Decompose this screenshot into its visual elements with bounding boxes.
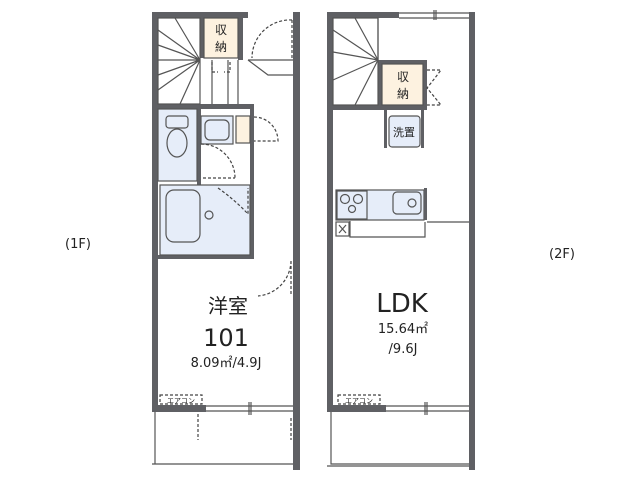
storage-closet <box>381 63 424 106</box>
window <box>386 402 469 415</box>
door <box>253 116 279 142</box>
wall <box>327 105 427 110</box>
first-floor-label: (1F) <box>65 237 91 252</box>
washer-label: 洗置 <box>393 126 415 139</box>
ventilation-cross <box>338 224 347 234</box>
wall <box>327 405 386 412</box>
storage-closet <box>203 17 239 59</box>
second-floor-plan: 収納 洗置 LDK 15.64㎡ /9.6J エアコン <box>327 10 475 470</box>
wall <box>152 104 254 109</box>
wall <box>152 405 206 412</box>
wall <box>327 12 399 18</box>
closet-door <box>426 69 443 106</box>
aircon-label: エアコン <box>167 397 195 405</box>
wall <box>250 109 254 259</box>
closet-door <box>211 62 231 73</box>
shoe-cabinet <box>235 115 251 144</box>
room-name: 洋室 <box>208 294 248 318</box>
wall <box>152 255 254 259</box>
entrance-door <box>251 19 293 59</box>
wall <box>238 18 243 60</box>
balcony-divider <box>197 414 292 440</box>
storage-label-char: 収 <box>215 23 227 37</box>
washer-space <box>388 115 421 148</box>
wall <box>378 60 382 110</box>
toilet-tank <box>165 115 189 129</box>
wall <box>424 188 427 220</box>
staircase <box>157 17 239 105</box>
door <box>200 143 236 179</box>
storage-label: 収納 <box>215 23 227 54</box>
entrance-step <box>247 59 293 76</box>
window <box>399 10 469 20</box>
room-name: LDK <box>376 289 429 319</box>
room-area: 8.09㎡/4.9J <box>191 356 262 371</box>
wall <box>469 12 475 470</box>
storage-label-char: 納 <box>215 40 227 54</box>
sink <box>392 191 422 215</box>
bathroom-door <box>217 187 249 216</box>
wall <box>197 109 201 254</box>
aircon <box>337 394 381 405</box>
balcony <box>327 412 469 467</box>
room-door <box>257 260 292 297</box>
wall <box>293 12 300 470</box>
toilet-icon <box>166 128 188 158</box>
wall <box>423 60 427 110</box>
aircon <box>159 394 203 405</box>
wall <box>384 110 387 148</box>
wall <box>152 12 248 18</box>
wall <box>200 18 204 58</box>
storage-label: 収納 <box>397 70 409 101</box>
kitchen-outline <box>349 221 469 238</box>
wall <box>327 12 333 412</box>
storage-label-char: 納 <box>397 87 409 101</box>
first-floor-plan: 収納 洋室 101 8.09㎡/4.9J エアコン <box>152 12 300 470</box>
staircase <box>332 17 379 106</box>
room-area-sqm: 15.64㎡ <box>378 322 428 337</box>
wall <box>421 110 424 148</box>
ventilation-icon <box>335 221 350 237</box>
window <box>206 402 293 415</box>
wall <box>378 60 426 64</box>
room-area-jo: /9.6J <box>389 342 418 357</box>
wall <box>152 12 158 412</box>
storage-label-char: 収 <box>397 70 409 84</box>
second-floor-label: (2F) <box>549 247 575 262</box>
bathtub-icon <box>165 189 201 243</box>
room-number: 101 <box>203 324 249 352</box>
balcony <box>152 412 293 465</box>
aircon-label: エアコン <box>345 397 373 405</box>
